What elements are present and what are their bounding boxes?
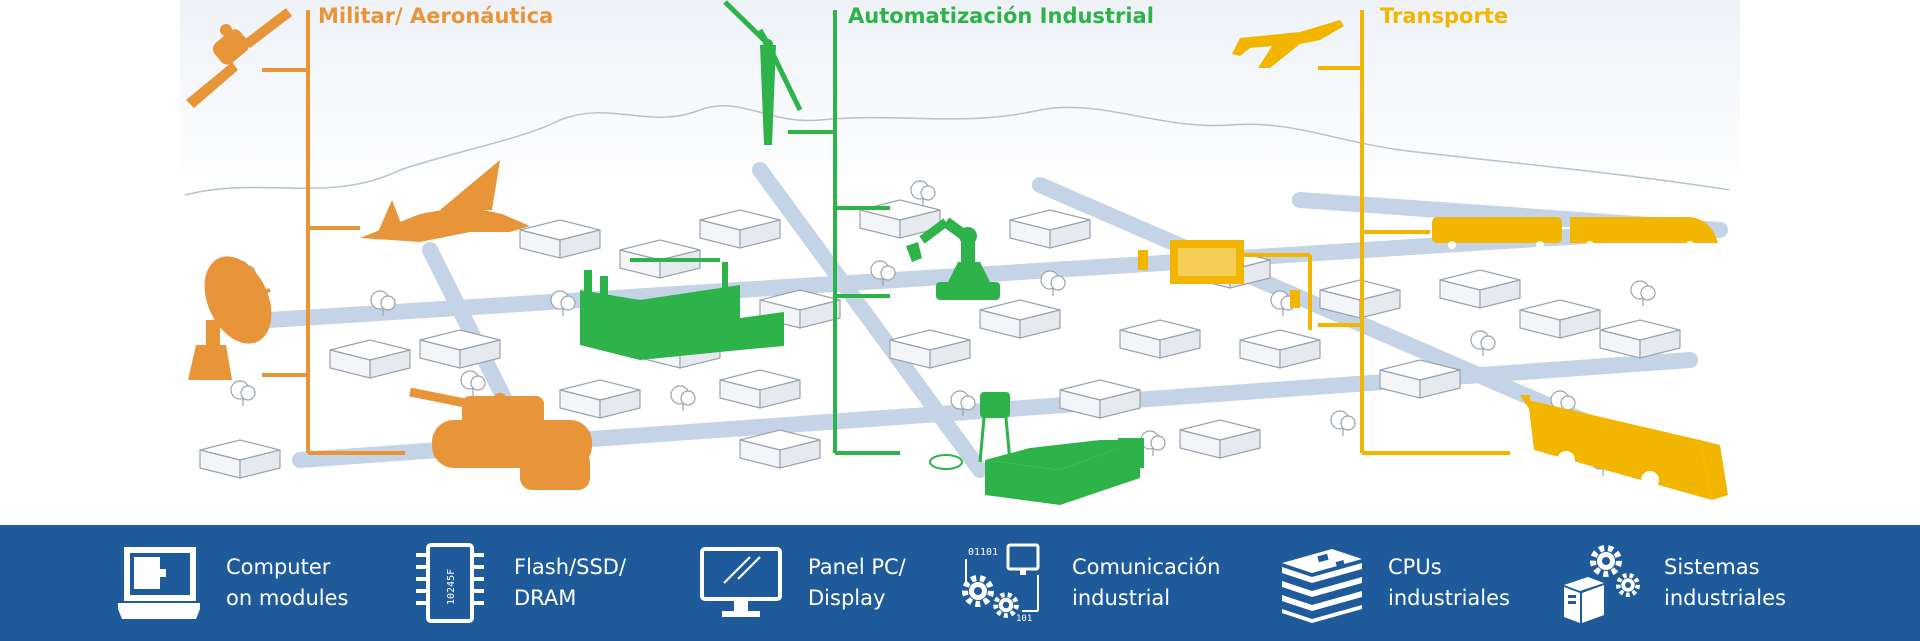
transport-group [1138, 10, 1728, 500]
svg-text:101: 101 [1016, 614, 1032, 623]
chip-text: 10245F [446, 569, 457, 605]
military-group [186, 8, 592, 490]
footer-item-sistemas-industriales[interactable]: Sistemas industriales [1560, 543, 1786, 623]
footer-item-comunicacion-industrial[interactable]: 01101 101 Comunicación industrial [958, 543, 1220, 623]
footer-label: Flash/SSD/ DRAM [514, 555, 627, 610]
footer-label: Computer on modules [226, 555, 349, 610]
radar-dish-icon [188, 256, 272, 380]
tank-icon [409, 387, 592, 490]
city-illustration [180, 0, 1740, 505]
military-title: Militar/ Aeronáutica [318, 4, 554, 28]
plant-building-icon [985, 438, 1144, 505]
communication-gears-icon: 01101 101 [958, 543, 1040, 623]
sky [180, 0, 1740, 200]
satellite-icon [186, 8, 292, 108]
product-footer-bar: Computer on modules 10245F Flash/SSD/ DR… [0, 525, 1920, 641]
svg-text:01101: 01101 [968, 547, 998, 558]
transport-title: Transporte [1380, 4, 1509, 28]
footer-label: Comunicación industrial [1072, 555, 1221, 610]
cpu-boards-icon [1282, 549, 1362, 623]
wind-turbine-icon [723, 0, 803, 145]
footer-label: Sistemas industriales [1664, 555, 1786, 610]
footer-item-cpus-industriales[interactable]: CPUs industriales [1278, 543, 1510, 623]
factory-icon [580, 262, 784, 360]
traffic-display-icon [1138, 240, 1312, 330]
bus-icon [1520, 395, 1728, 500]
footer-item-flash-ssd-dram[interactable]: 10245F Flash/SSD/ DRAM [410, 543, 626, 623]
memory-chip-icon: 10245F [416, 543, 484, 623]
footer-item-computer-modules[interactable]: Computer on modules [116, 543, 348, 623]
helipad-icon [929, 454, 963, 470]
robot-arm-icon [906, 217, 1000, 300]
train-icon [1432, 217, 1718, 249]
footer-item-panel-pc-display[interactable]: Panel PC/ Display [698, 543, 906, 623]
automation-title: Automatización Industrial [848, 4, 1154, 28]
footer-label: CPUs industriales [1388, 555, 1510, 610]
airplane-icon [1232, 20, 1344, 68]
system-gears-icon [1564, 543, 1640, 623]
fighter-jet-icon [360, 160, 530, 242]
mountains [184, 105, 1731, 196]
footer-label: Panel PC/ Display [808, 555, 906, 610]
automation-group [580, 0, 1144, 505]
computer-module-icon [118, 547, 200, 619]
water-tower-icon [978, 392, 1012, 463]
monitor-icon [700, 547, 782, 617]
